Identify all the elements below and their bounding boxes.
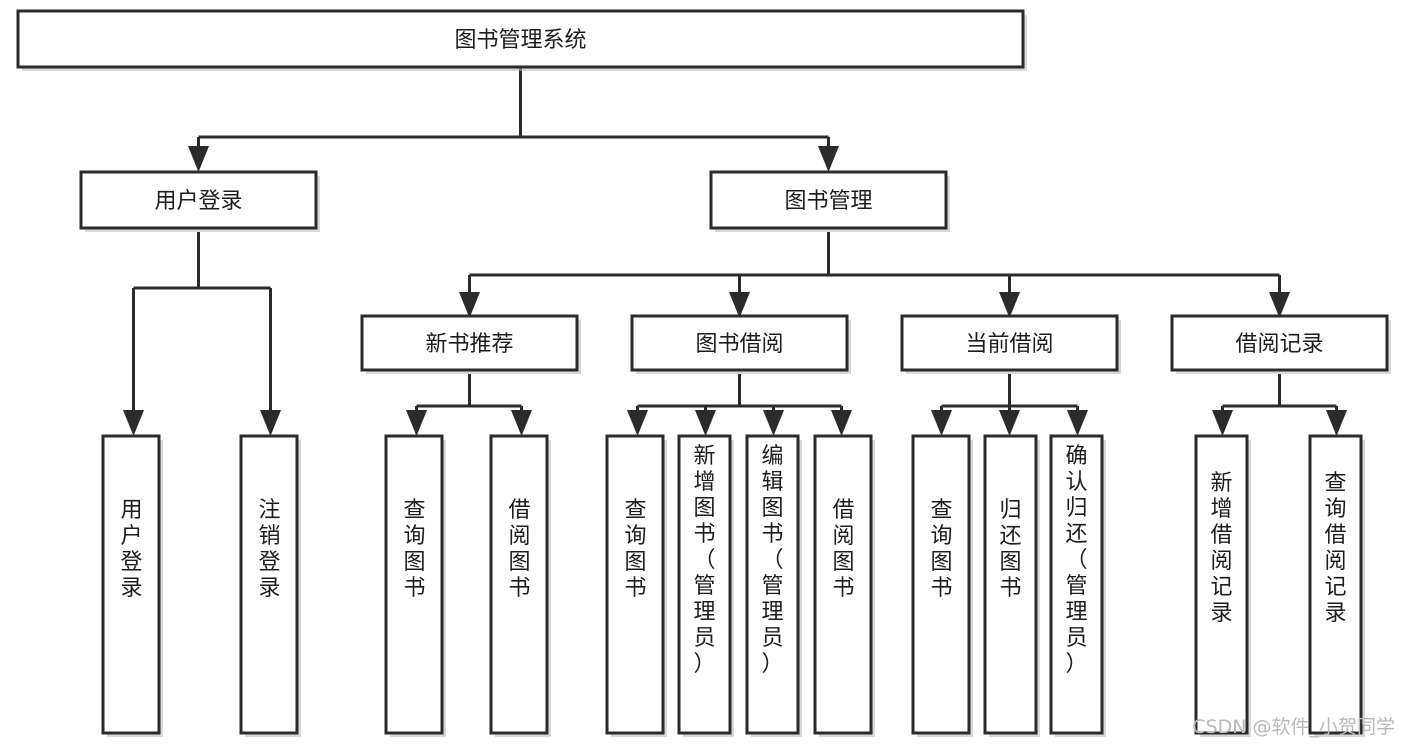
arrow-userlogin-leaf-2 <box>260 410 281 436</box>
node-new-book-rec-label: 新书推荐 <box>425 332 513 357</box>
arrow-bookmanage-to-bookborrow <box>729 292 750 318</box>
node-leaf-query-book-1-label: 查询图书 <box>403 498 425 601</box>
arrow-borrowrecord-leaf-2 <box>1326 410 1347 436</box>
node-book-borrow[interactable]: 图书借阅 <box>630 314 851 374</box>
arrow-currentborrow-leaf-3 <box>1067 410 1088 436</box>
node-leaf-add-book[interactable]: 新增图书（管理员） <box>677 434 734 737</box>
node-leaf-confirm-return-box <box>1049 434 1104 735</box>
arrow-currentborrow-leaf-2 <box>999 410 1020 436</box>
arrow-userlogin-leaf-1 <box>123 410 144 436</box>
arrow-root-to-user-login <box>188 146 209 172</box>
node-new-book-rec[interactable]: 新书推荐 <box>360 314 581 374</box>
node-leaf-query-record-label: 查询借阅记录 <box>1324 471 1346 626</box>
arrow-root-to-book-manage <box>818 146 839 172</box>
arrow-newbook-leaf-2 <box>511 410 532 436</box>
node-user-login[interactable]: 用户登录 <box>79 170 320 232</box>
node-leaf-borrow-book-1-box <box>489 434 549 735</box>
arrow-bookmanage-to-currentborrow <box>999 292 1020 318</box>
node-leaf-user-login-box <box>101 434 161 735</box>
arrow-bookborrow-leaf-1 <box>627 410 648 436</box>
arrow-bookborrow-leaf-4 <box>831 410 852 436</box>
node-leaf-borrow-book-1-label: 借阅图书 <box>508 498 530 601</box>
node-leaf-return-book-box <box>983 434 1038 735</box>
node-leaf-confirm-return-label: 确认归还（管理员） <box>1065 444 1087 677</box>
arrow-bookborrow-leaf-3 <box>763 410 784 436</box>
node-leaf-return-book[interactable]: 归还图书 <box>983 434 1040 737</box>
node-leaf-edit-book[interactable]: 编辑图书（管理员） <box>745 434 802 737</box>
node-leaf-confirm-return[interactable]: 确认归还（管理员） <box>1049 434 1106 737</box>
node-leaf-query-book-2-label: 查询图书 <box>624 498 646 601</box>
node-leaf-user-login[interactable]: 用户登录 <box>101 434 163 737</box>
node-current-borrow-label: 当前借阅 <box>965 332 1053 357</box>
node-leaf-borrow-book-2[interactable]: 借阅图书 <box>813 434 875 737</box>
node-book-manage[interactable]: 图书管理 <box>709 170 950 232</box>
node-leaf-edit-book-box <box>745 434 800 735</box>
arrow-currentborrow-leaf-1 <box>931 410 952 436</box>
node-layer: 图书管理系统 用户登录 图书管理 新书推荐 <box>16 9 1391 737</box>
node-borrow-record[interactable]: 借阅记录 <box>1170 314 1391 374</box>
node-leaf-logout-label: 注销登录 <box>258 498 280 601</box>
node-leaf-query-book-3[interactable]: 查询图书 <box>911 434 973 737</box>
node-leaf-add-record-box <box>1194 434 1249 735</box>
node-borrow-record-label: 借阅记录 <box>1235 332 1323 357</box>
node-leaf-query-book-3-box <box>911 434 971 735</box>
node-leaf-user-login-label: 用户登录 <box>120 498 142 601</box>
node-user-login-label: 用户登录 <box>154 189 242 214</box>
node-current-borrow-box <box>900 314 1119 372</box>
node-leaf-borrow-book-1[interactable]: 借阅图书 <box>489 434 551 737</box>
node-leaf-query-book-2-box <box>605 434 665 735</box>
csdn-watermark: CSDN @软件_小贺同学 <box>1192 716 1395 738</box>
node-leaf-query-record-box <box>1308 434 1363 735</box>
node-leaf-borrow-book-2-box <box>813 434 873 735</box>
node-leaf-query-book-3-label: 查询图书 <box>930 498 952 601</box>
node-user-login-box <box>79 170 318 230</box>
node-book-manage-label: 图书管理 <box>784 189 872 214</box>
node-leaf-logout-box <box>239 434 299 735</box>
node-root[interactable]: 图书管理系统 <box>16 9 1027 71</box>
edge-layer <box>123 67 1347 436</box>
arrow-borrowrecord-leaf-1 <box>1212 410 1233 436</box>
node-leaf-query-book-1-box <box>384 434 444 735</box>
node-current-borrow[interactable]: 当前借阅 <box>900 314 1121 374</box>
arrow-newbook-leaf-1 <box>406 410 427 436</box>
node-book-manage-box <box>709 170 948 230</box>
node-new-book-rec-box <box>360 314 579 372</box>
node-leaf-add-record[interactable]: 新增借阅记录 <box>1194 434 1251 737</box>
node-leaf-query-book-2[interactable]: 查询图书 <box>605 434 667 737</box>
arrow-bookborrow-leaf-2 <box>695 410 716 436</box>
node-leaf-return-book-label: 归还图书 <box>999 498 1021 601</box>
node-root-box <box>16 9 1025 69</box>
node-leaf-query-book-1[interactable]: 查询图书 <box>384 434 446 737</box>
node-leaf-edit-book-label: 编辑图书（管理员） <box>761 444 783 677</box>
node-root-label: 图书管理系统 <box>454 28 586 53</box>
node-borrow-record-box <box>1170 314 1389 372</box>
node-leaf-add-book-box <box>677 434 732 735</box>
node-leaf-borrow-book-2-label: 借阅图书 <box>832 498 854 601</box>
node-leaf-query-record[interactable]: 查询借阅记录 <box>1308 434 1365 737</box>
node-leaf-add-record-label: 新增借阅记录 <box>1210 471 1232 626</box>
node-leaf-logout[interactable]: 注销登录 <box>239 434 301 737</box>
node-book-borrow-label: 图书借阅 <box>695 332 783 357</box>
arrow-bookmanage-to-newbook <box>459 292 480 318</box>
node-leaf-add-book-label: 新增图书（管理员） <box>693 444 715 677</box>
node-book-borrow-box <box>630 314 849 372</box>
arrow-bookmanage-to-borrowrecord <box>1269 292 1290 318</box>
